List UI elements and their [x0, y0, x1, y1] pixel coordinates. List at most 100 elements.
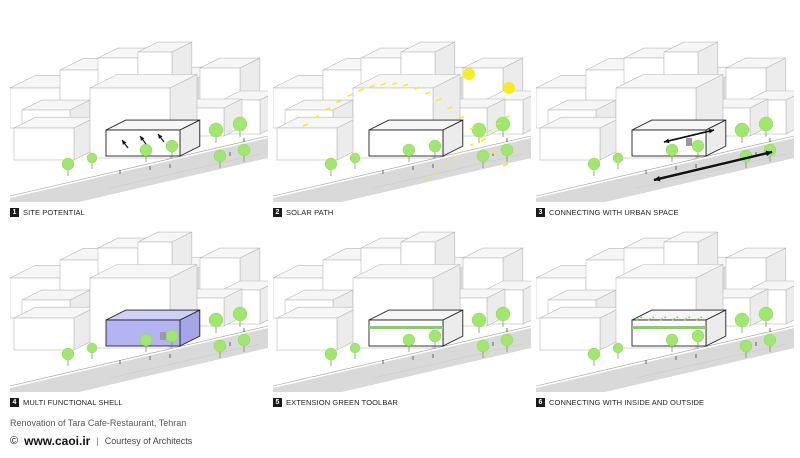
sun-path-dash	[469, 126, 475, 131]
context-building	[276, 116, 359, 161]
sun-path-dash	[380, 82, 387, 86]
diagram-panel-5: 5 EXTENSION GREEN TOOLBAR	[273, 220, 531, 410]
street-arrow	[653, 150, 773, 182]
sun-path-dash	[491, 150, 498, 155]
sun-path-dash	[413, 86, 420, 90]
sun-ray-dash	[487, 129, 493, 132]
sun-path-dash	[480, 138, 487, 142]
tree	[665, 143, 679, 162]
sun-path-dash	[347, 93, 353, 98]
panel-scene	[273, 41, 531, 202]
panel-caption-6: CONNECTING WITH INSIDE AND OUTSIDE	[549, 397, 705, 407]
sun-path-dash	[336, 99, 342, 104]
tree	[213, 149, 227, 168]
sidewalk-line	[109, 343, 261, 379]
sun-path-dash	[458, 115, 464, 120]
tree	[758, 306, 774, 327]
sun-path-dash	[402, 83, 409, 87]
road	[273, 138, 531, 202]
sun-ray-dash	[469, 143, 475, 146]
diagram-panel-2: 2 SOLAR PATH	[273, 30, 531, 220]
sun-path-dash	[358, 88, 364, 92]
tree	[213, 339, 227, 358]
sun-icon	[463, 68, 475, 80]
sun-ray-dash	[478, 136, 484, 139]
potential-arrow	[157, 133, 165, 143]
tree	[324, 347, 338, 366]
sidewalk-line	[372, 153, 524, 189]
panel-4-illustration	[10, 231, 268, 392]
panel-number-4: 4	[10, 397, 19, 407]
credit-text: Courtesy of Architects	[104, 436, 193, 446]
diagram-panel-3: 3 CONNECTING WITH URBAN SPACE	[536, 30, 794, 220]
credit-line: © www.caoi.ir | Courtesy of Architects	[10, 434, 192, 448]
tree	[758, 116, 774, 137]
tree	[665, 333, 679, 352]
sun-ray-dash	[424, 178, 430, 181]
road	[273, 328, 531, 392]
entry-marker	[686, 138, 692, 146]
tree	[500, 333, 514, 352]
tree	[237, 333, 251, 352]
tree	[232, 306, 248, 327]
connection-arrow	[663, 129, 715, 144]
context-building	[276, 306, 359, 351]
road	[536, 328, 794, 392]
context-building	[13, 306, 96, 351]
sun-ray-dash	[496, 122, 502, 125]
tree	[208, 122, 224, 143]
website-link[interactable]: www.caoi.ir	[24, 434, 91, 448]
panel-caption-3: CONNECTING WITH URBAN SPACE	[549, 207, 679, 217]
panel-scene	[273, 231, 531, 392]
panel-caption-1: SITE POTENTIAL	[23, 207, 85, 217]
sun-path-dash	[369, 84, 375, 89]
curb-line	[273, 325, 531, 387]
tree	[476, 149, 490, 168]
entry-marker	[160, 332, 166, 340]
tree	[86, 342, 98, 359]
green-dash	[635, 316, 643, 321]
cafe-volume	[368, 119, 464, 157]
potential-arrow	[121, 139, 129, 149]
green-dash	[647, 316, 655, 321]
panel-number-2: 2	[273, 207, 282, 217]
curb-line	[10, 135, 268, 197]
sidewalk-line	[109, 153, 261, 189]
tree	[471, 122, 487, 143]
tree	[208, 312, 224, 333]
cafe-volume	[368, 309, 464, 347]
context-building	[539, 306, 622, 351]
tree	[61, 157, 75, 176]
tree	[232, 116, 248, 137]
tree	[402, 333, 416, 352]
tree	[495, 116, 511, 137]
sun-ray-dash	[433, 171, 439, 174]
tree	[612, 342, 624, 359]
tree	[691, 329, 705, 348]
road	[536, 138, 794, 202]
tree	[587, 347, 601, 366]
road	[10, 138, 268, 202]
sidewalk-line	[372, 343, 524, 379]
sun-path-dash	[302, 123, 309, 127]
footer: Renovation of Tara Cafe-Restaurant, Tehr…	[10, 418, 192, 448]
panel-scene	[10, 41, 268, 202]
sun-path-dash	[502, 163, 509, 167]
curb-line	[536, 325, 794, 387]
tree	[402, 143, 416, 162]
tree	[471, 312, 487, 333]
diagram-panel-4: 4 MULTI FUNCTIONAL SHELL	[10, 220, 268, 410]
curb-line	[536, 135, 794, 197]
context-building	[13, 116, 96, 161]
sun-path-dash	[313, 115, 320, 119]
road	[10, 328, 268, 392]
separator: |	[96, 436, 99, 446]
sidewalk-line	[635, 153, 787, 189]
tree	[428, 139, 442, 158]
tree	[739, 339, 753, 358]
sun-ray-dash	[505, 115, 511, 118]
tree	[587, 157, 601, 176]
panel-number-3: 3	[536, 207, 545, 217]
panel-scene	[536, 231, 794, 392]
sun-ray-dash	[442, 164, 448, 167]
